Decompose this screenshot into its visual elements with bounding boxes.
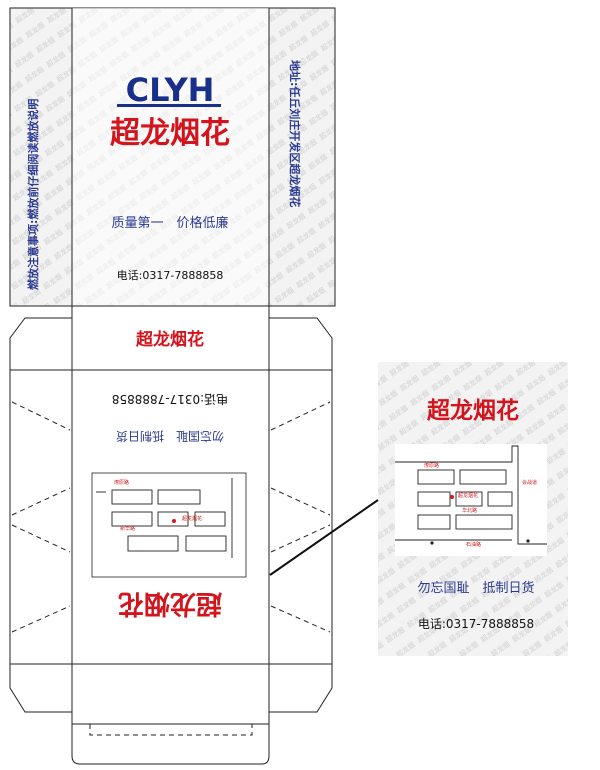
detail-map-label-liaoyuan: 燎原路 <box>424 462 439 469</box>
detail-map-label-huabei: 华北路 <box>462 507 477 514</box>
detail-callout-line <box>269 499 379 576</box>
detail-phone: 电话:0317-7888858 <box>418 617 534 631</box>
back-brand-title-rotated: 超龙烟花 <box>118 588 222 618</box>
back-upside-down-texts: 电话:0317-7888858 勿忘国耻 抵制日货 <box>112 392 228 444</box>
front-face-panel <box>72 8 269 306</box>
right-side-address-text: 地址:任丘刘庄开发区超龙烟花 <box>288 60 302 207</box>
detail-map-label-oil: 石油路 <box>466 541 481 548</box>
front-slogan: 质量第一 价格低廉 <box>111 215 228 231</box>
map-label-3: 新华路 <box>120 525 135 532</box>
detail-brand-title: 超龙烟花 <box>427 397 519 424</box>
top-panel-group <box>9 7 336 307</box>
detail-map-label-brand: 超龙烟花 <box>458 492 478 499</box>
detail-map-label-road: 会战道 <box>522 479 537 486</box>
front-phone: 电话:0317-7888858 <box>117 269 224 282</box>
left-side-safety-text: 燃放注意事项:燃放前仔细阅读燃放说明 <box>26 99 40 291</box>
back-phone-rotated: 电话:0317-7888858 <box>112 392 228 406</box>
lower-lid-flap <box>71 663 270 725</box>
tuck-tab <box>71 724 270 765</box>
lid-brand-title: 超龙烟花 <box>136 329 204 350</box>
front-brand-title: 超龙烟花 <box>110 116 230 151</box>
map-label-1: 燎原路 <box>114 479 129 486</box>
map-label-2: 超龙烟花 <box>182 515 202 522</box>
bottom-panel-group <box>9 305 333 765</box>
clyh-logo: CLYH <box>117 71 221 109</box>
location-map-back: 燎原路 超龙烟花 新华路 <box>91 472 247 578</box>
detail-slogan: 勿忘国耻 抵制日货 <box>417 580 534 596</box>
logo-underline <box>117 104 221 107</box>
logo-text: CLYH <box>126 71 215 109</box>
location-map-detail: 会战道 石油路 华北路 燎原路 超龙烟花 <box>395 444 547 556</box>
back-slogan-rotated: 勿忘国耻 抵制日货 <box>116 429 224 444</box>
